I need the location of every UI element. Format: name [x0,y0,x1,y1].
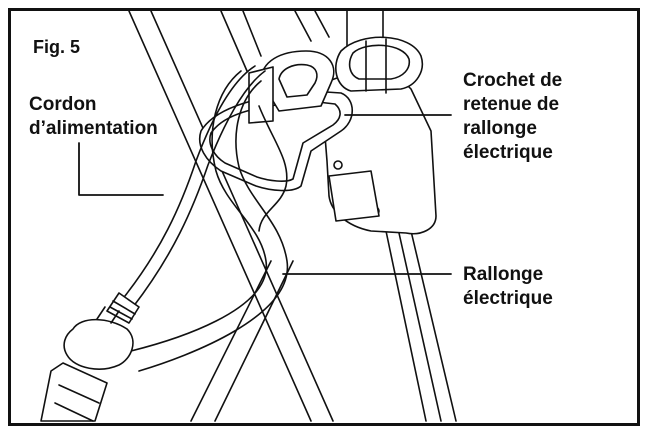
connector-ribs [109,300,136,320]
extension-cord-upper [258,105,288,232]
handle-tubes [128,11,457,422]
clamp-flange [328,170,380,222]
cord-connector [40,292,140,422]
handle-tube-diagonal-edge [214,260,294,422]
clamp-ring-inner [348,44,411,80]
power-cord-line-edge [132,70,266,308]
hook-tab [248,66,274,124]
handle-tube-top-mid [294,11,330,42]
extension-cord-outer [130,70,267,352]
label-extension-cord: Rallonge électrique [463,263,553,311]
connector-collar-detail [54,384,100,422]
hook-loop-hole [278,63,318,98]
handle-tube-right-lower [385,230,457,422]
clamp-tube-through [365,38,387,94]
label-power-cord: Cordon d’alimentation [29,93,158,141]
extension-cord [130,70,288,372]
power-cord-line [120,65,256,302]
clamp-bolt-top [333,160,343,170]
handle-tube-left [128,11,312,422]
power-cord [120,65,266,308]
clamp-bracket [320,36,437,235]
figure-frame: Fig. 5 Cordon d’alimentation Crochet de … [8,8,640,426]
handle-tube-right-lower-edge [398,232,442,422]
connector-body [63,318,134,370]
connector-prongs [96,306,120,324]
handle-tube-top-left [220,11,262,72]
cord-hook-illustration [40,11,457,422]
label-cord-retention-hook: Crochet de retenue de rallonge électriqu… [463,69,563,165]
extension-cord-inner [138,80,288,372]
figure-number: Fig. 5 [33,35,81,59]
handle-tube-diagonal [190,260,272,422]
connector-strain-relief [106,292,140,324]
leader-power-cord [78,142,164,196]
leader-lines [78,114,452,275]
